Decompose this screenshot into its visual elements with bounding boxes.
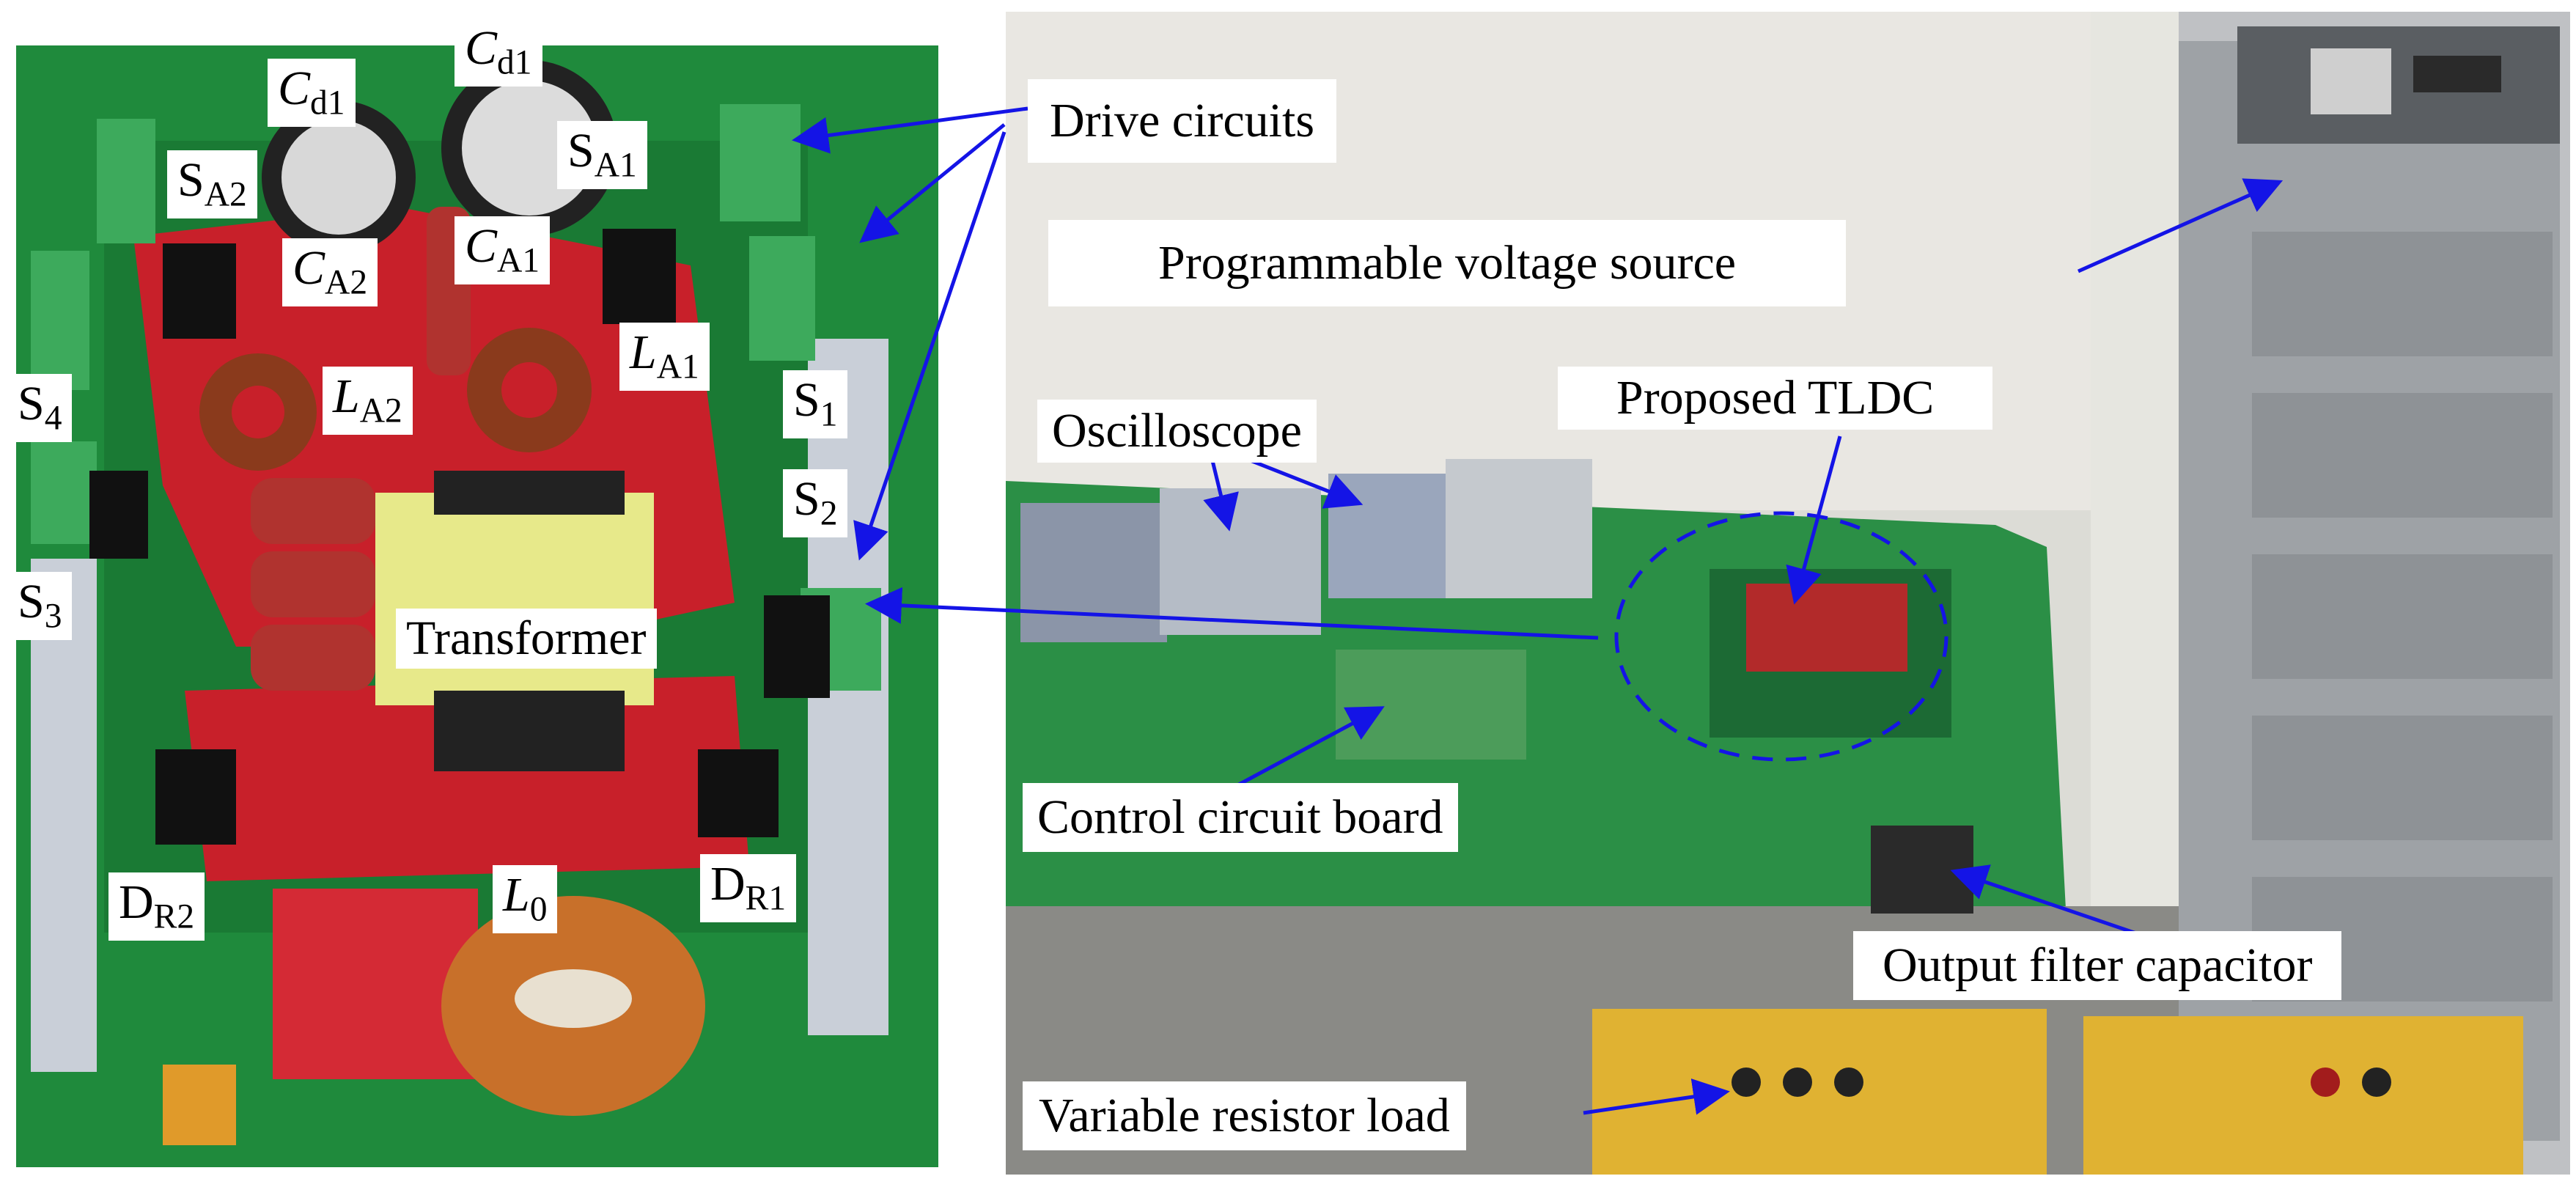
label-la1: LA1 xyxy=(619,323,710,391)
drive-arrow-3 xyxy=(853,131,1007,561)
label-sa1: SA1 xyxy=(557,121,647,189)
source-arrow xyxy=(2077,178,2284,273)
label-drive-circuits: Drive circuits xyxy=(1028,79,1337,163)
label-s4: S4 xyxy=(7,374,73,442)
drive-arrow-1 xyxy=(792,106,1028,154)
label-dr2: DR2 xyxy=(108,872,205,941)
prototype-board-illustration xyxy=(16,45,938,1167)
label-output-filter-capacitor: Output filter capacitor xyxy=(1853,931,2342,1000)
label-oscilloscope: Oscilloscope xyxy=(1037,400,1317,463)
label-s3: S3 xyxy=(7,572,73,640)
label-dr1: DR1 xyxy=(700,854,797,922)
prototype-board-photo xyxy=(16,45,938,1167)
label-cd1-top: Cd1 xyxy=(455,18,542,87)
tldc-highlight-ellipse xyxy=(1614,511,1948,762)
label-l0: L0 xyxy=(493,865,558,933)
label-control-circuit-board: Control circuit board xyxy=(1023,783,1458,852)
label-ca2: CA2 xyxy=(282,238,378,306)
label-cd1-left: Cd1 xyxy=(268,59,356,127)
label-sa2: SA2 xyxy=(167,150,257,218)
transformer-drive-arrow xyxy=(865,587,1599,640)
label-proposed-tldc: Proposed TLDC xyxy=(1558,367,1993,430)
label-variable-resistor-load: Variable resistor load xyxy=(1023,1081,1466,1150)
drive-arrow-2 xyxy=(859,123,1006,243)
label-s1: S1 xyxy=(783,370,848,438)
load-arrow xyxy=(1583,1078,1730,1115)
output-capacitor-arrow xyxy=(1950,864,2141,937)
label-programmable-voltage-source: Programmable voltage source xyxy=(1048,220,1847,306)
label-ca1: CA1 xyxy=(455,216,551,284)
label-la2: LA2 xyxy=(323,367,413,435)
label-s2: S2 xyxy=(783,469,848,537)
label-transformer: Transformer xyxy=(396,609,657,669)
control-board-arrow xyxy=(1237,706,1385,787)
